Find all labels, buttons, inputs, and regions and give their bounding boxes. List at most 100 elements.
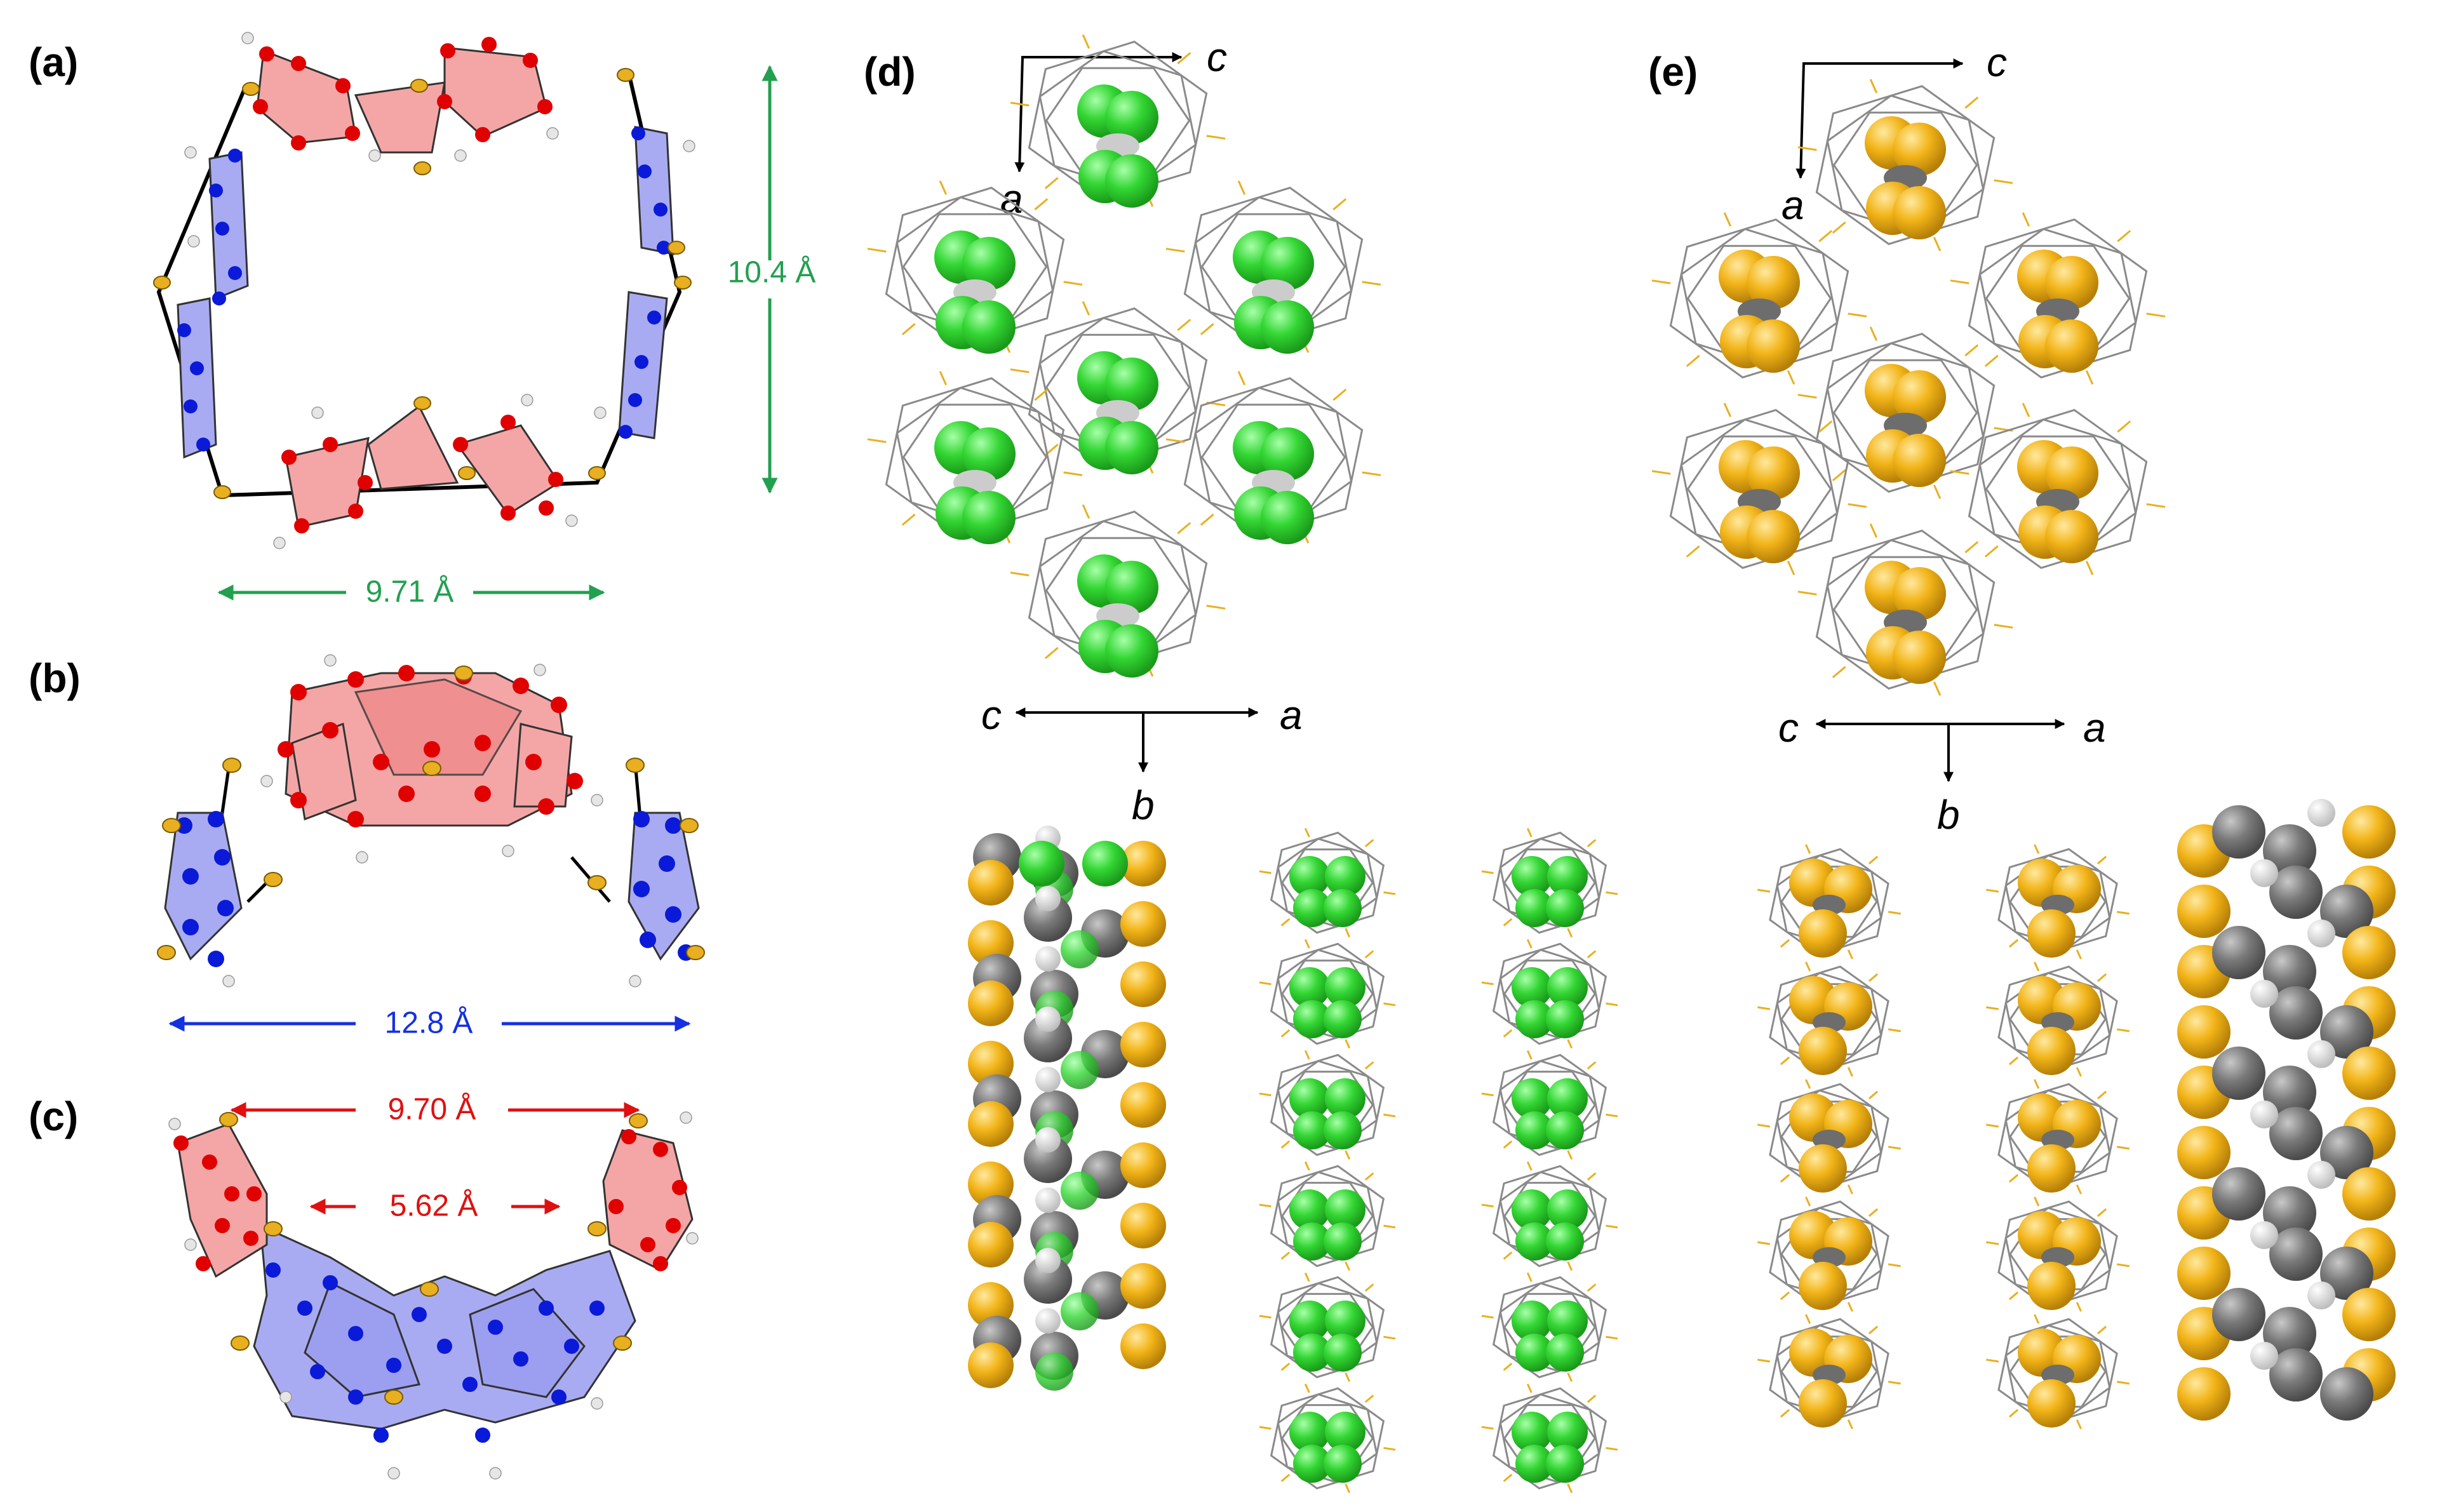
column-d-guest-l-1-0 <box>1512 856 1552 897</box>
column-d-guest-bl-0-0 <box>1293 889 1331 927</box>
column-d-guest-br-1-4 <box>1546 1334 1584 1372</box>
column-d-left-h-1 <box>1035 886 1061 911</box>
column-d-guest-br-1-3 <box>1546 1222 1584 1261</box>
column-d-guest-r-1-0 <box>1547 856 1588 897</box>
axis-d-top-c: c <box>1207 34 1227 80</box>
guest-d-4 <box>934 421 1016 544</box>
column-e-right-c1-9 <box>2269 1348 2323 1402</box>
column-d-guest-l-0-3 <box>1289 1189 1330 1230</box>
column-e-right-s1-7 <box>2177 1247 2231 1300</box>
column-e-right-c2-4 <box>2263 1066 2316 1119</box>
column-d-left-g-7 <box>1061 1292 1099 1330</box>
column-d-left-s-8 <box>968 1342 1014 1388</box>
panel-label-d: (d) <box>864 49 916 95</box>
guest-e-2 <box>2017 250 2098 373</box>
column-d-guest-bl-1-0 <box>1515 889 1553 927</box>
axis-e-top-a: a <box>1781 182 1804 228</box>
column-d-guest-r-1-5 <box>1547 1412 1588 1452</box>
column-d-left-c-1 <box>1024 893 1072 942</box>
column-d-left-c-7 <box>1024 1255 1072 1304</box>
column-e-guest-c-0-4 <box>1799 1379 1847 1428</box>
guest-e-3 <box>1865 364 1946 487</box>
column-e-right-s2-4 <box>2342 1047 2396 1100</box>
panel-label-e: (e) <box>1648 49 1698 95</box>
column-d-guest-br-0-5 <box>1324 1445 1362 1483</box>
axes-d-bottom: c a b <box>981 692 1303 828</box>
column-e-guest-c-1-3 <box>2027 1262 2076 1310</box>
column-d-guest-l-0-2 <box>1289 1078 1330 1119</box>
column-d-guest-r-0-0 <box>1325 856 1365 897</box>
column-d-left-s2-2 <box>1120 961 1166 1007</box>
column-d-guest-bl-1-2 <box>1515 1111 1553 1149</box>
column-d-guest-br-0-2 <box>1324 1111 1362 1149</box>
column-d-guest-br-0-4 <box>1324 1334 1362 1372</box>
column-e-right-c1-6 <box>2212 1167 2265 1221</box>
guest-d-3 <box>1077 351 1158 474</box>
axis-d-bottom-b: b <box>1132 782 1155 828</box>
guest-e-1 <box>1719 250 1800 373</box>
column-d-guest-bl-0-2 <box>1293 1111 1331 1149</box>
axes-e-top: c a <box>1781 39 2007 228</box>
column-d-guest-r-1-2 <box>1547 1078 1588 1119</box>
column-d-guest-bl-1-1 <box>1515 1000 1553 1038</box>
axis-e-bottom-a: a <box>2083 705 2106 751</box>
guest-e-4 <box>1719 440 1800 563</box>
guest-d-0 <box>1077 84 1158 208</box>
guest-e-5 <box>2017 440 2098 563</box>
axes-e-bottom: c a b <box>1778 705 2106 838</box>
crystal-packing-d-bottom <box>968 826 1618 1494</box>
column-d-left-top-0 <box>1019 841 1064 886</box>
column-d-guest-r-1-3 <box>1547 1189 1588 1230</box>
column-d-guest-r-1-1 <box>1547 967 1588 1008</box>
axis-d-bottom-a: a <box>1280 692 1303 738</box>
column-e-right-h-2 <box>2307 920 2335 947</box>
panel-label-c: (c) <box>29 1094 78 1139</box>
column-e-right-h-5 <box>2250 1101 2278 1128</box>
column-d-guest-bl-1-4 <box>1515 1334 1553 1372</box>
width-measurement-a: 9.71 Å <box>366 575 454 609</box>
column-e-right-c1-4 <box>2212 1047 2265 1100</box>
column-d-guest-r-0-5 <box>1325 1412 1365 1452</box>
column-d-cage-0-3 <box>1259 1161 1396 1271</box>
outer-measurement-c: 9.70 Å <box>388 1093 476 1127</box>
column-e-right-c1-0 <box>2212 805 2265 859</box>
column-d-guest-l-0-5 <box>1289 1412 1330 1452</box>
column-d-guest-br-0-0 <box>1324 889 1362 927</box>
column-d-guest-br-1-0 <box>1546 889 1584 927</box>
column-d-guest-l-1-3 <box>1512 1189 1552 1230</box>
column-e-right-c2-3 <box>2320 1005 2373 1059</box>
column-d-guest-bl-0-5 <box>1293 1445 1331 1483</box>
column-d-guest-bl-1-5 <box>1515 1445 1553 1483</box>
column-e-right-c1-7 <box>2269 1228 2323 1281</box>
guest-e-0 <box>1865 116 1946 239</box>
axis-e-top-c: c <box>1987 39 2007 85</box>
guest-d-1 <box>934 231 1016 354</box>
column-d-left-g-5 <box>1061 1172 1099 1210</box>
column-d-left-h-6 <box>1035 1188 1061 1213</box>
column-e-right-s1-3 <box>2177 1005 2231 1059</box>
column-e-right-h-1 <box>2250 859 2278 887</box>
column-e-right-c2-5 <box>2320 1126 2373 1179</box>
column-d-guest-r-1-4 <box>1547 1301 1588 1341</box>
column-d-left-s2-1 <box>1120 901 1166 947</box>
column-e-right-c2-2 <box>2263 945 2316 998</box>
column-e-right-c2-8 <box>2263 1307 2316 1360</box>
column-d-guest-r-0-4 <box>1325 1301 1365 1341</box>
column-d-cage-0-5 <box>1259 1383 1396 1494</box>
column-d-left-s-4 <box>968 1101 1014 1147</box>
column-d-left-h-7 <box>1035 1248 1061 1273</box>
column-d-guest-bl-0-1 <box>1293 1000 1331 1038</box>
column-e-guest-c-0-3 <box>1799 1262 1847 1310</box>
panel-label-b: (b) <box>29 655 81 701</box>
column-d-guest-l-1-4 <box>1512 1301 1552 1341</box>
column-e-right-s2-2 <box>2342 926 2396 979</box>
column-e-guest-c-1-4 <box>2027 1379 2076 1428</box>
guest-e-6 <box>1865 561 1946 684</box>
column-d-cage-0-2 <box>1259 1050 1396 1160</box>
panel-label-a: (a) <box>29 39 78 85</box>
column-e-right-c2-7 <box>2320 1247 2373 1300</box>
column-e-right-c1-5 <box>2269 1107 2323 1160</box>
axis-e-bottom-c: c <box>1778 705 1799 751</box>
column-d-guest-br-0-3 <box>1324 1222 1362 1261</box>
